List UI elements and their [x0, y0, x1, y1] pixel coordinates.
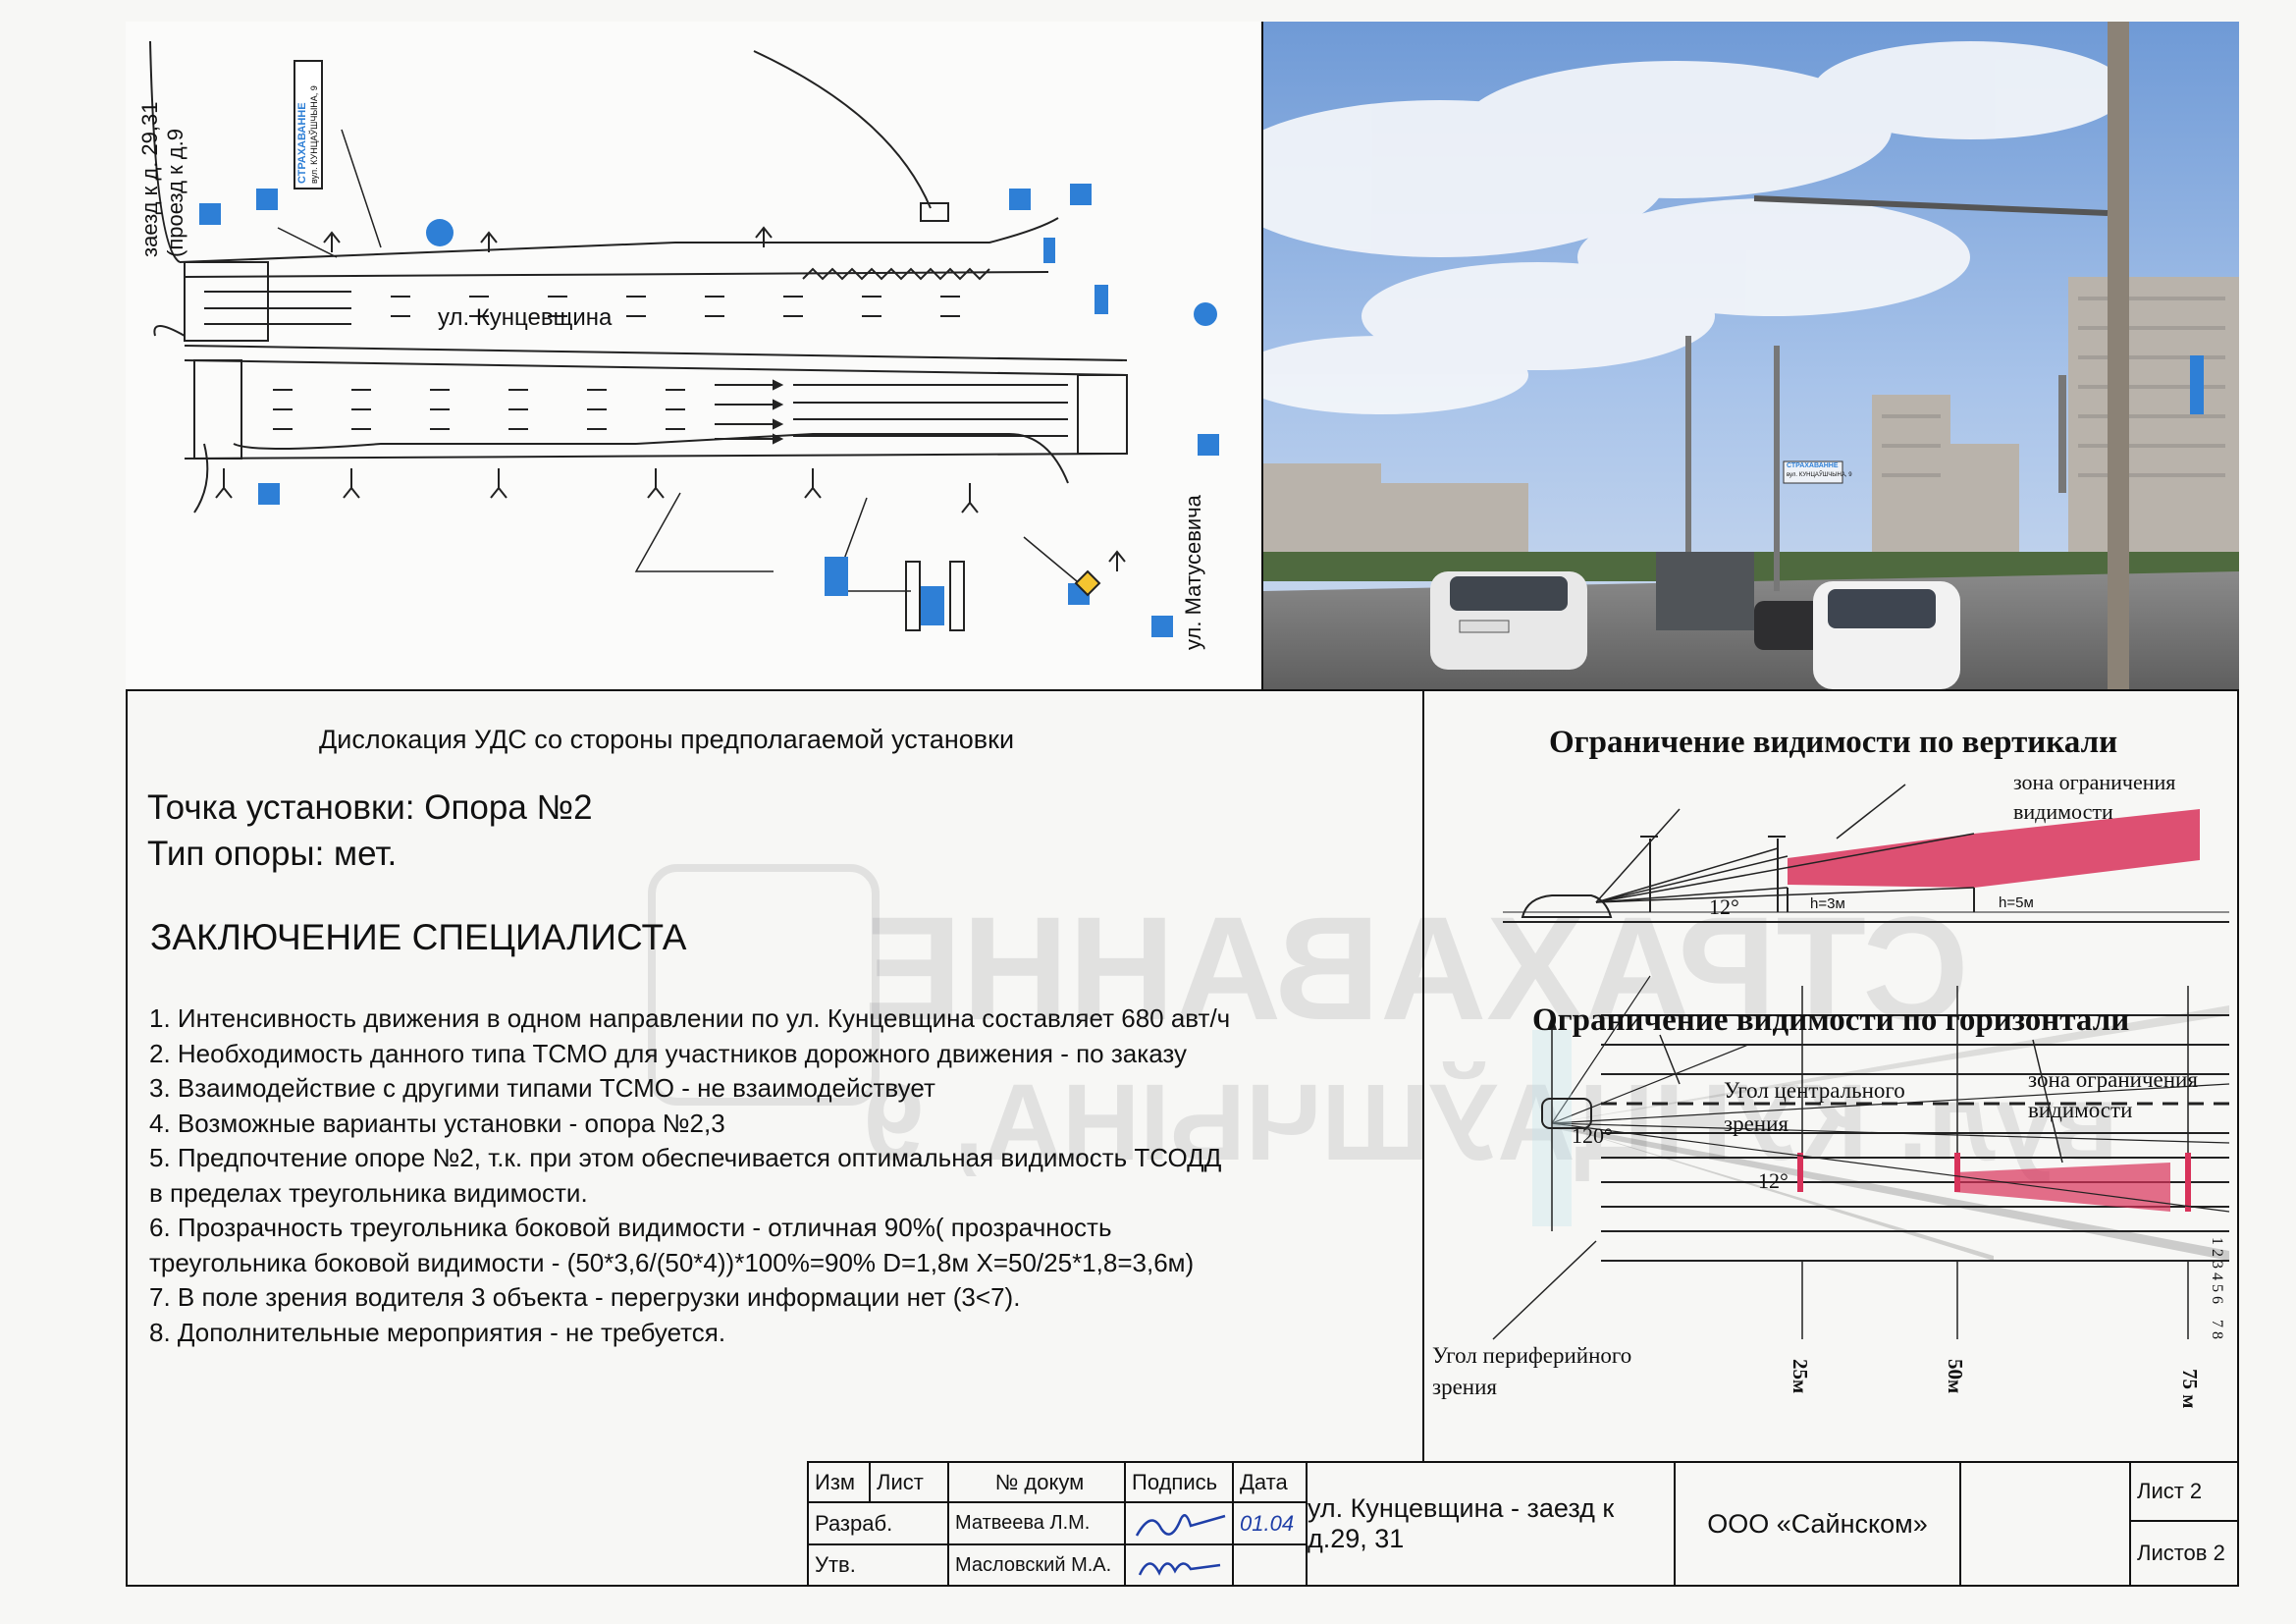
conclusion-list: 1. Интенсивность движения в одном направ…	[149, 1001, 1230, 1350]
vertical-zone-label: зона ограничения	[2013, 770, 2176, 794]
angle-12: 12°	[1758, 1168, 1789, 1193]
angle-120: 120°	[1572, 1123, 1613, 1148]
lane-numbers-b: 7 8	[2209, 1320, 2225, 1339]
peripheral-angle-label-2: зрения	[1432, 1375, 1497, 1399]
signature-developer	[1135, 1513, 1226, 1537]
stamp-sheets-total: Листов 2	[2129, 1520, 2239, 1587]
visibility-panel: Ограничение видимости по вертикали зона …	[1422, 691, 2239, 1471]
conclusion-item: 6. Прозрачность треугольника боковой вид…	[149, 1213, 1112, 1242]
entrance-label-2: (проезд к д.9	[163, 129, 187, 257]
stamp-role-approver: Утв.	[807, 1543, 949, 1587]
map-sign-text: СТРАХАВАННЕ	[296, 102, 308, 184]
street-photo-drawing	[1263, 22, 2239, 689]
title-block: Изм Лист № докум Подпись Дата Разраб. Ма…	[807, 1461, 2239, 1587]
stamp-header-list: Лист	[869, 1461, 949, 1503]
central-angle-label: Угол центрального	[1724, 1078, 1905, 1103]
vertical-h1: h=3м	[1810, 895, 1845, 912]
stamp-signature-developer	[1124, 1501, 1234, 1545]
conclusion-item: 5. Предпочтение опоре №2, т.к. при этом …	[149, 1143, 1222, 1172]
map-sign-address: вул. КУНЦАЎШЧЫНА, 9	[309, 85, 319, 184]
stamp-object: ул. Кунцевщина - заезд к д.29, 31	[1306, 1461, 1676, 1587]
vertical-h2: h=5м	[1999, 894, 2034, 911]
signature-approver	[1138, 1562, 1221, 1576]
horizontal-zone-label: зона ограничения	[2028, 1067, 2198, 1092]
street-label: ул. Кунцевщина	[438, 304, 613, 331]
stamp-role-developer: Разраб.	[807, 1501, 949, 1545]
conclusion-item: 8. Дополнительные мероприятия - не требу…	[149, 1317, 726, 1347]
stamp-signature-approver	[1124, 1543, 1234, 1587]
conclusion-item: 2. Необходимость данного типа ТСМО для у…	[149, 1038, 1187, 1068]
stamp-date-developer: 01.04	[1232, 1501, 1308, 1545]
conclusion-item: в пределах треугольника видимости.	[149, 1177, 588, 1208]
conclusion-title: ЗАКЛЮЧЕНИЕ СПЕЦИАЛИСТА	[150, 917, 687, 957]
photo-sign-address: вул. КУНЦАЎШЧЫНА, 9	[1787, 472, 1852, 478]
street-photo: СТРАХАВАННЕ вул. КУНЦАЎШЧЫНА, 9	[1263, 22, 2239, 691]
install-point: Точка установки: Опора №2	[147, 788, 593, 827]
vertical-angle: 12°	[1709, 894, 1739, 919]
pole-type: Тип опоры: мет.	[147, 835, 398, 873]
stamp-header-date: Дата	[1232, 1461, 1308, 1503]
stamp-date-approver	[1232, 1543, 1308, 1587]
conclusion-item: 4. Возможные варианты установки - опора …	[149, 1108, 725, 1138]
road-scheme: ул. Кунцевщина ул. Матусевича заезд к д.…	[126, 22, 1263, 691]
conclusion-item: треугольника боковой видимости - (50*3,6…	[149, 1247, 1195, 1277]
stamp-name-developer: Матвеева Л.М.	[947, 1501, 1126, 1545]
side-street-label: ул. Матусевича	[1181, 495, 1205, 650]
horizontal-title: Ограничение видимости по горизонтали	[1532, 1002, 2130, 1038]
central-angle-label-2: зрения	[1724, 1111, 1789, 1136]
road-scheme-drawing	[149, 40, 1219, 637]
horizontal-zone-label-2: видимости	[2028, 1098, 2133, 1122]
stamp-name-approver: Масловский М.А.	[947, 1543, 1126, 1587]
vertical-zone-label-2: видимости	[2013, 799, 2113, 824]
visibility-diagrams	[1492, 784, 2230, 1340]
lane-numbers: 1 2 3 4 5 6	[2209, 1237, 2225, 1304]
stamp-header-sign: Подпись	[1124, 1461, 1234, 1503]
stamp-header-doc: № докум	[947, 1461, 1126, 1503]
vertical-title: Ограничение видимости по вертикали	[1549, 725, 2118, 760]
stamp-sheet: Лист 2	[2129, 1461, 2239, 1522]
conclusion-item: 7. В поле зрения водителя 3 объекта - пе…	[149, 1282, 1021, 1312]
stamp-company: ООО «Сайнском»	[1674, 1461, 1961, 1587]
distance-50m: 50м	[1944, 1359, 1967, 1394]
conclusion-item: 3. Взаимодействие с другими типами ТСМО …	[149, 1073, 935, 1103]
distance-25m: 25м	[1789, 1359, 1812, 1394]
photo-sign-text: СТРАХАВАННЕ	[1787, 462, 1839, 469]
stamp-header-izm: Изм	[807, 1461, 871, 1503]
peripheral-angle-label: Угол периферийного	[1432, 1343, 1632, 1368]
entrance-label: заезд к д. 29,31	[137, 101, 162, 257]
scheme-caption: Дислокация УДС со стороны предполагаемой…	[319, 725, 1015, 754]
distance-75m: 75 м	[2178, 1369, 2202, 1409]
conclusion-item: 1. Интенсивность движения в одном направ…	[149, 1003, 1231, 1033]
